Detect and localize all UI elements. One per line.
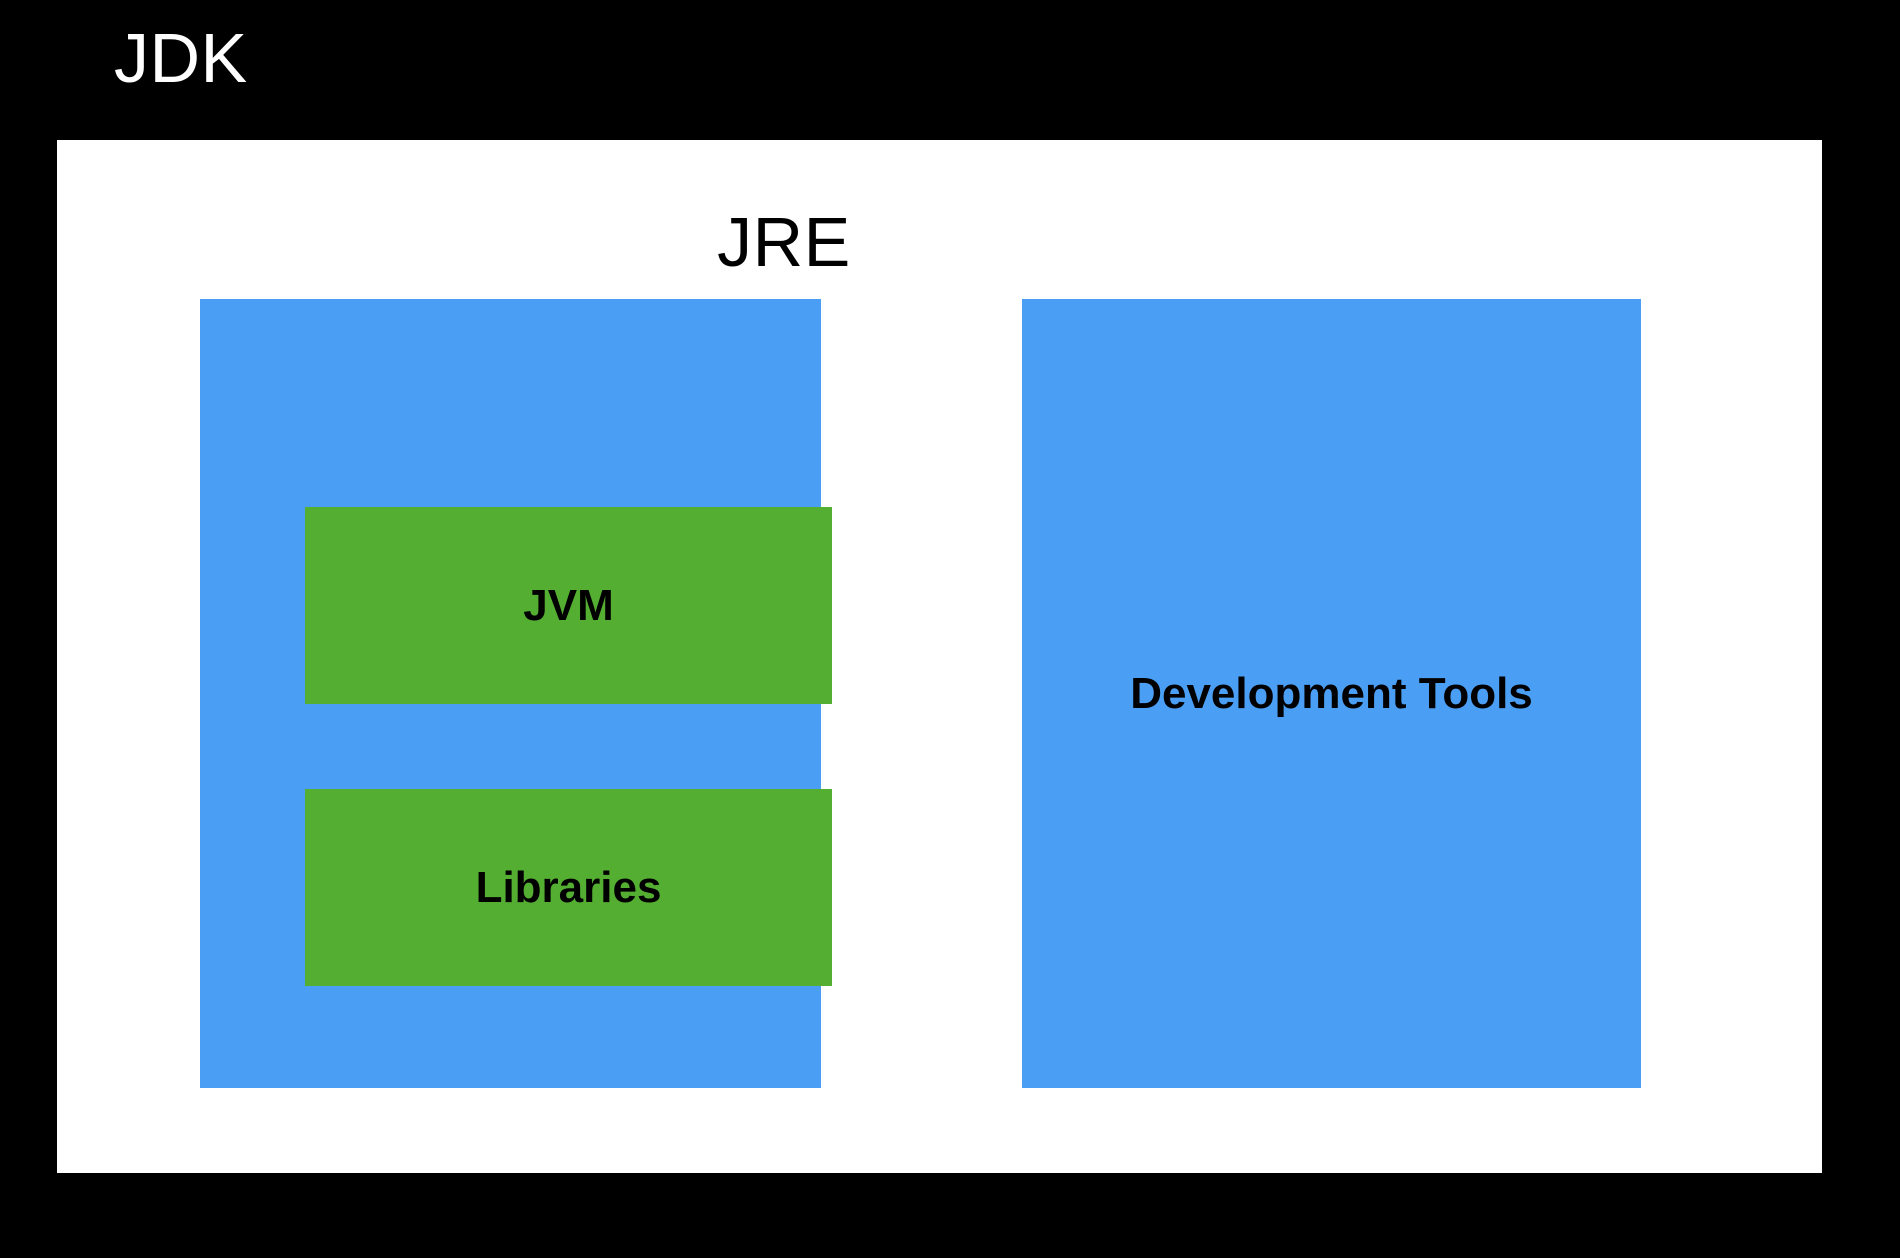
jvm-box: JVM (305, 507, 832, 704)
jre-container-box: JVM Libraries (200, 299, 832, 1088)
development-tools-label: Development Tools (1130, 668, 1533, 718)
development-tools-box: Development Tools (1022, 299, 1641, 1088)
jdk-panel: JRE JVM Libraries Development Tools (57, 140, 1822, 1173)
jvm-label: JVM (523, 580, 614, 630)
jdk-title: JDK (114, 19, 248, 97)
libraries-box: Libraries (305, 789, 832, 986)
jre-title: JRE (717, 203, 851, 281)
libraries-label: Libraries (475, 862, 662, 912)
